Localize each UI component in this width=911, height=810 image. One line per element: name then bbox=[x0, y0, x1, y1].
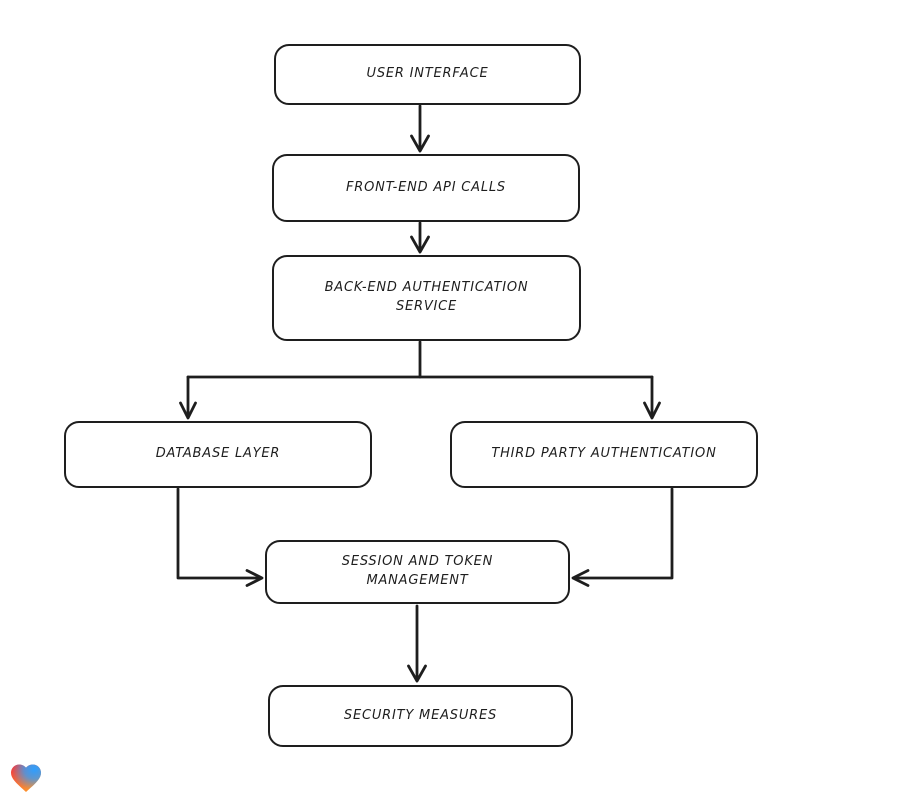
node-label: DATABASE LAYER bbox=[155, 446, 281, 462]
edge-thirdparty-to-session bbox=[571, 487, 674, 587]
node-back-end-authentication-service: BACK-END AUTHENTICATION SERVICE bbox=[272, 255, 581, 341]
node-label: FRONT-END API CALLS bbox=[346, 179, 506, 195]
gradient-heart-icon[interactable] bbox=[8, 760, 44, 796]
edge-backend-branch bbox=[179, 340, 661, 420]
node-label: SESSION AND TOKEN MANAGEMENT bbox=[341, 554, 494, 588]
node-security-measures: SECURITY MEASURES bbox=[268, 685, 573, 747]
node-label: SECURITY MEASURES bbox=[343, 707, 498, 723]
node-session-and-token-management: SESSION AND TOKEN MANAGEMENT bbox=[265, 540, 570, 604]
edge-session-to-security bbox=[407, 604, 427, 683]
node-front-end-api-calls: FRONT-END API CALLS bbox=[272, 154, 580, 222]
edge-database-to-session bbox=[176, 487, 264, 587]
node-label: BACK-END AUTHENTICATION SERVICE bbox=[324, 280, 529, 314]
edge-ui-to-frontend bbox=[410, 104, 430, 153]
node-user-interface: USER INTERFACE bbox=[274, 44, 581, 105]
edge-frontend-to-backend bbox=[410, 221, 430, 254]
node-label: THIRD PARTY AUTHENTICATION bbox=[491, 446, 717, 462]
node-database-layer: DATABASE LAYER bbox=[64, 421, 372, 488]
node-third-party-authentication: THIRD PARTY AUTHENTICATION bbox=[450, 421, 758, 488]
node-label: USER INTERFACE bbox=[366, 66, 489, 82]
